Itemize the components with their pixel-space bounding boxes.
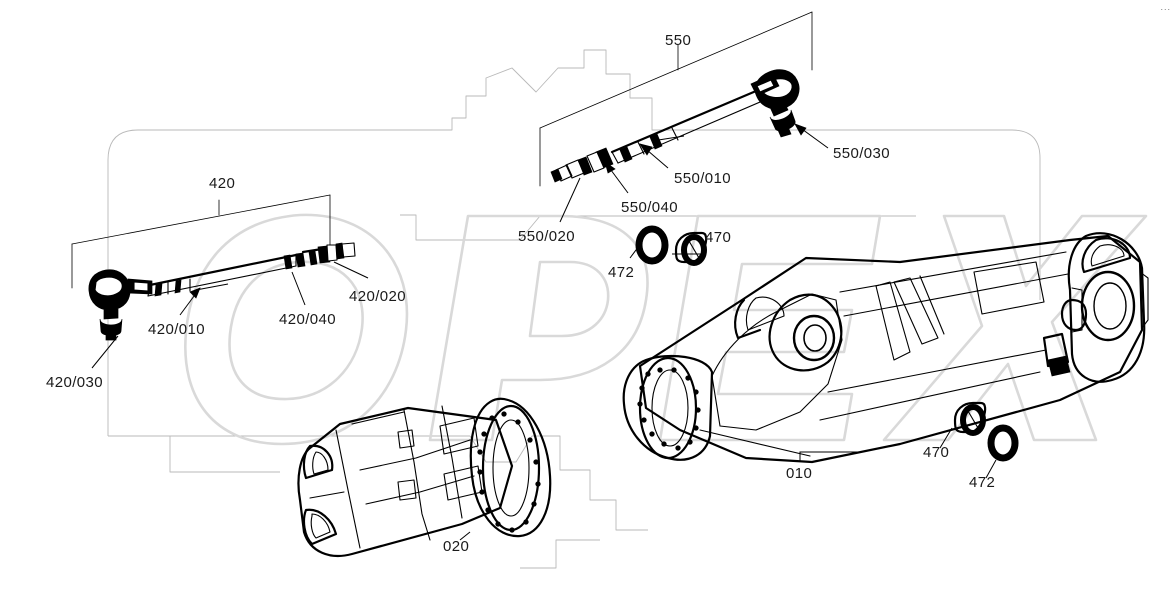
callout-550: 550 [665, 32, 692, 49]
callout-470-lower: 470 [923, 444, 950, 461]
callout-020: 020 [443, 538, 470, 555]
background-outline-group [107, 49, 1041, 569]
callout-550-030: 550/030 [833, 145, 891, 162]
leader-lines [91, 123, 997, 541]
callout-420: 420 [209, 175, 236, 192]
callout-420-020: 420/020 [349, 288, 407, 305]
callout-420-040: 420/040 [279, 311, 337, 328]
callout-550-020: 550/020 [518, 228, 576, 245]
callout-010: 010 [786, 465, 813, 482]
callout-472-upper: 472 [608, 264, 635, 281]
callout-472-lower: 472 [969, 474, 996, 491]
callout-420-030: 420/030 [46, 374, 104, 391]
watermark-opex [184, 213, 1148, 446]
corner-mark: ... [1160, 2, 1171, 12]
callout-470-upper: 470 [705, 229, 732, 246]
tie-rod-assembly-right [539, 11, 813, 187]
bushing-and-oring-lower [953, 401, 1019, 462]
callout-420-010: 420/010 [148, 321, 206, 338]
axle-housing [622, 232, 1149, 464]
steering-knuckle-housing [297, 397, 552, 558]
callout-550-040: 550/040 [621, 199, 679, 216]
tie-rod-assembly-left [71, 194, 356, 341]
callout-550-010: 550/010 [674, 170, 732, 187]
bushing-and-oring-upper [635, 225, 708, 266]
